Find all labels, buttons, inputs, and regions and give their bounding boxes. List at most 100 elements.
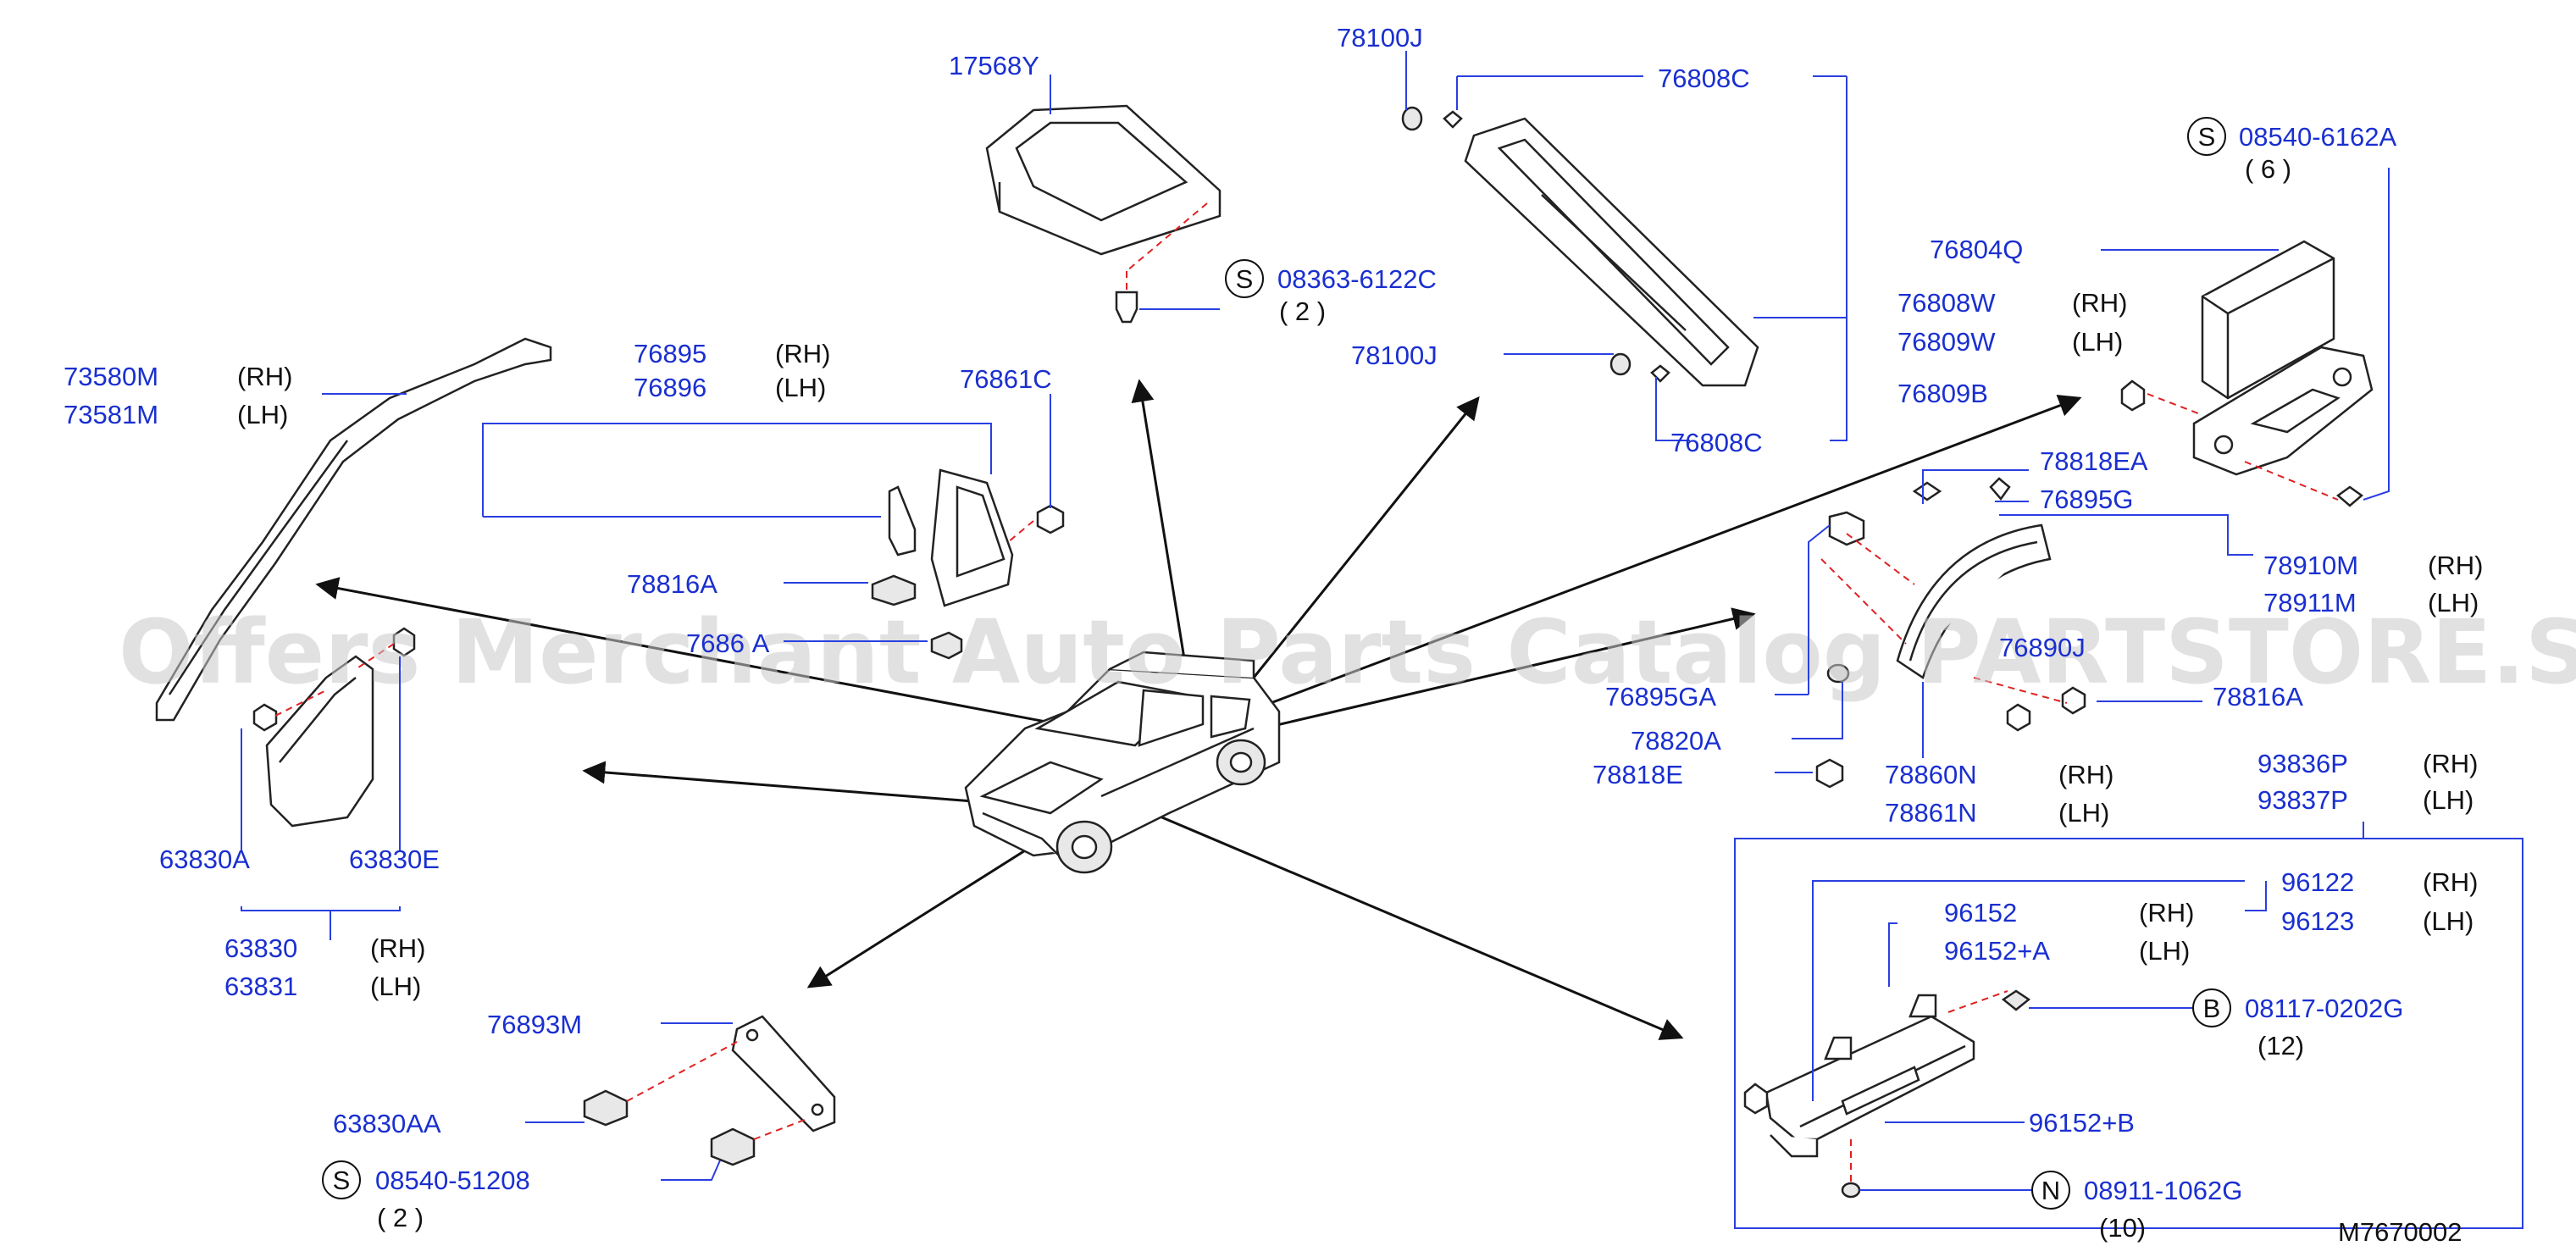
part-78910M-wheel-arch [1815,477,2086,789]
label-76895[interactable]: 76895 [634,339,706,368]
part-76895-mudguard [871,468,1065,660]
label-96152[interactable]: 96152 [1944,898,2017,928]
label-96122[interactable]: 96122 [2281,867,2354,897]
label-76895GA[interactable]: 76895GA [1605,682,1716,712]
label-93836P[interactable]: 93836P [2257,749,2348,778]
label-78816A-right[interactable]: 78816A [2213,682,2303,712]
label-76809B[interactable]: 76809B [1897,379,1988,408]
label-78100J-mid[interactable]: 78100J [1351,341,1438,370]
label-76808C-bottom[interactable]: 76808C [1670,428,1763,457]
watermark-text: Offers Merchant Auto Parts Catalog PARTS… [119,601,2576,704]
label-76809W[interactable]: 76809W [1897,327,1996,357]
svg-text:(LH): (LH) [2423,785,2474,815]
arrow-to-roof-rail [1252,396,1480,678]
label-96152A[interactable]: 96152+A [1944,936,2050,966]
label-76804Q[interactable]: 76804Q [1930,235,2023,264]
arrow-to-wheel-arch [1261,607,1756,730]
svg-text:S: S [2198,122,2216,152]
qty-08540-6162A: ( 6 ) [2245,154,2291,184]
svg-text:(LH): (LH) [370,972,421,1001]
svg-text:S: S [333,1166,351,1195]
label-7686-A[interactable]: 7686 A [686,628,770,658]
svg-text:(LH): (LH) [2423,906,2474,936]
svg-text:(RH): (RH) [237,362,292,391]
arrow-to-mudguard-rear [315,577,1127,739]
part-63830-mudflap [252,627,416,828]
label-78911M[interactable]: 78911M [2263,588,2357,617]
label-63830AA[interactable]: 63830AA [333,1109,441,1138]
svg-text:(LH): (LH) [237,400,288,429]
leader-lines [241,51,2390,1191]
part-76893M-bracket [583,1015,836,1166]
svg-text:(RH): (RH) [2139,898,2194,928]
qty-08911: (10) [2099,1213,2146,1243]
label-76861C[interactable]: 76861C [960,364,1052,394]
label-63830E[interactable]: 63830E [349,844,440,874]
arrow-to-lamp [1270,394,2082,705]
s-marker-08540-6162A [2187,117,2226,156]
qty-08540-51208: ( 2 ) [377,1203,424,1232]
label-76890J[interactable]: 76890J [1999,633,2086,662]
vehicle-illustration [964,651,1281,874]
label-96123[interactable]: 96123 [2281,906,2354,936]
label-93837P[interactable]: 93837P [2257,785,2348,815]
svg-text:(RH): (RH) [370,933,425,963]
svg-text:B: B [2203,994,2221,1023]
label-73580M[interactable]: 73580M [64,362,158,391]
label-78818EA[interactable]: 78818EA [2040,446,2148,476]
part-labels: 17568Y 08363-6122C ( 2 ) 78100J 76808C 7… [64,23,2483,1247]
label-17568Y[interactable]: 17568Y [949,51,1039,80]
label-76896[interactable]: 76896 [634,373,706,402]
b-marker-08117 [2192,988,2231,1027]
label-73581M[interactable]: 73581M [64,400,158,429]
label-78861N[interactable]: 78861N [1885,798,1977,828]
label-63830A[interactable]: 63830A [159,844,250,874]
label-76893M[interactable]: 76893M [487,1010,582,1039]
n-marker-08911 [2031,1171,2070,1210]
svg-text:(RH): (RH) [2072,288,2127,318]
label-78860N[interactable]: 78860N [1885,760,1977,789]
arrow-to-bracket-top [1131,379,1188,670]
svg-text:(RH): (RH) [2423,867,2478,897]
label-08540-51208[interactable]: 08540-51208 [375,1166,530,1195]
label-08363-6122C[interactable]: 08363-6122C [1277,264,1437,294]
svg-text:S: S [1236,264,1254,294]
qty-08117: (12) [2257,1031,2304,1060]
svg-text:(LH): (LH) [2428,588,2479,617]
label-76808W[interactable]: 76808W [1897,288,1996,318]
svg-text:(LH): (LH) [2139,936,2190,966]
label-78100J-top[interactable]: 78100J [1337,23,1423,53]
diagram-code: M7670002 [2338,1217,2462,1247]
label-78816A-left[interactable]: 78816A [627,569,717,599]
svg-text:(RH): (RH) [775,339,830,368]
s-marker-08363 [1225,259,1264,298]
part-76804Q-lamp [2120,240,2374,507]
label-08117-0202G[interactable]: 08117-0202G [2245,994,2403,1023]
label-78910M[interactable]: 78910M [2263,551,2358,580]
qty-08363: ( 2 ) [1279,296,1326,326]
label-08540-6162A[interactable]: 08540-6162A [2239,122,2396,152]
part-73580M-molding [155,337,552,722]
svg-text:(RH): (RH) [2423,749,2478,778]
label-63831[interactable]: 63831 [224,972,297,1001]
svg-text:(LH): (LH) [2058,798,2109,828]
label-63830[interactable]: 63830 [224,933,297,963]
svg-text:(RH): (RH) [2058,760,2113,789]
arrow-to-step-bar [1151,811,1684,1040]
svg-text:(LH): (LH) [775,373,826,402]
part-17568Y-tray [985,104,1222,324]
svg-text:N: N [2041,1176,2060,1205]
svg-text:(RH): (RH) [2428,551,2483,580]
label-96152B[interactable]: 96152+B [2029,1108,2135,1138]
symbol-markers: S S B N S [322,117,2231,1210]
s-marker-08540-51208 [322,1160,361,1199]
label-78818E[interactable]: 78818E [1593,760,1683,789]
arrow-to-mudguard-front [582,761,1017,806]
label-76895G[interactable]: 76895G [2040,485,2133,514]
label-08911-1062G[interactable]: 08911-1062G [2084,1176,2242,1205]
part-76808-rail [1401,106,1759,387]
label-76808C-top[interactable]: 76808C [1658,64,1750,93]
part-93836P-step-bar [1734,838,2523,1229]
label-78820A[interactable]: 78820A [1631,726,1721,756]
